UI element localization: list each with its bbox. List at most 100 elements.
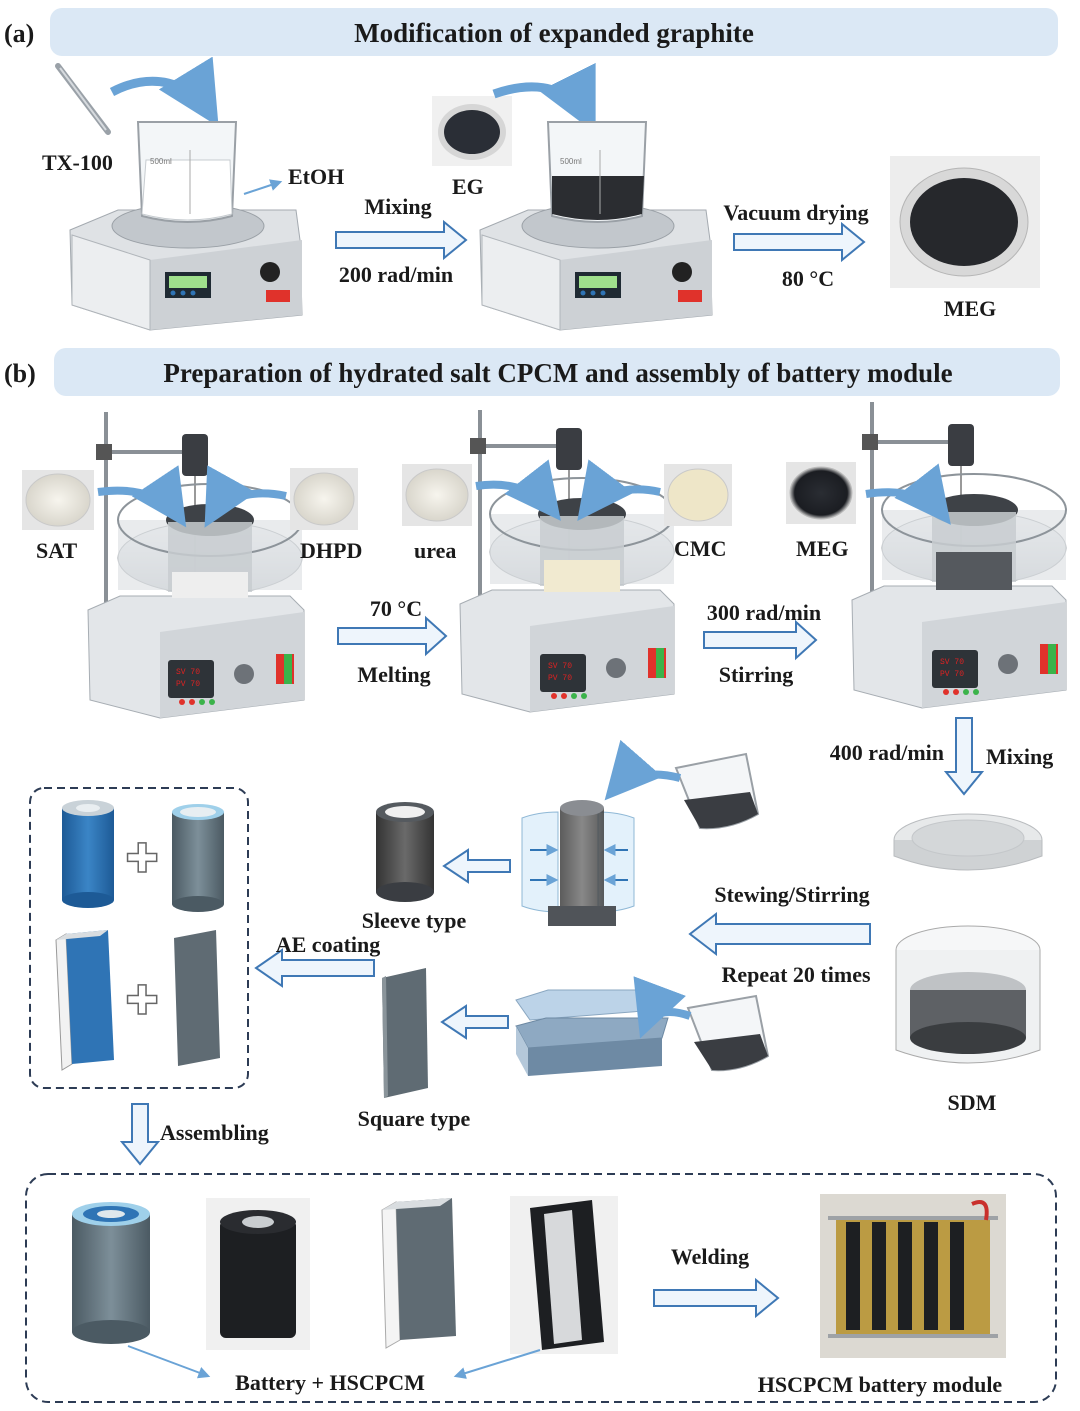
- stirrer-motor: [948, 424, 974, 466]
- sleeve-mold: [521, 800, 635, 926]
- curved-arrow-icon: [865, 463, 951, 525]
- sleeve-shell-icon: [172, 804, 224, 912]
- speed-label-400: 400 rad/min: [830, 740, 944, 765]
- melt-temp-label: 70 °C: [370, 596, 422, 621]
- combination-box: [29, 787, 249, 1089]
- pouring-beaker-icon: [674, 752, 760, 830]
- sdm-label: SDM: [948, 1090, 997, 1115]
- curved-arrow-icon: [492, 62, 596, 134]
- heated-stirrer-3: SV 70 PV 70: [851, 402, 1067, 709]
- sdm-container: [895, 925, 1041, 1064]
- curved-arrow-icon: [109, 56, 219, 127]
- square-mold: [515, 989, 669, 1076]
- curved-arrow-icon: [475, 459, 561, 521]
- square-type-label: Square type: [358, 1106, 471, 1131]
- meg-label: MEG: [796, 536, 849, 561]
- panel-a: (a) Modification of expanded graphite TX…: [4, 8, 1058, 331]
- dhpd-label: DHPD: [300, 538, 362, 563]
- display-sv: SV 70: [940, 658, 964, 667]
- eg-label: EG: [452, 174, 484, 199]
- process-arrow-assembling: [119, 1103, 161, 1166]
- battery-module-photo: [820, 1194, 1006, 1358]
- welding-label: Welding: [671, 1244, 749, 1269]
- curved-arrow-icon: [633, 976, 692, 1039]
- coated-prismatic-battery-icon: [381, 1198, 456, 1349]
- display-pv: PV 70: [940, 670, 964, 679]
- square-shell-icon: [174, 930, 220, 1066]
- panel-a-banner: [50, 8, 1058, 56]
- sat-photo: [22, 470, 94, 530]
- urea-label: urea: [414, 538, 456, 563]
- speed-label-200: 200 rad/min: [339, 262, 453, 287]
- meg-photo: [890, 156, 1040, 288]
- process-arrow-ae-coating: [254, 948, 375, 988]
- cmc-photo: [664, 464, 732, 526]
- battery-hscpcm-label: Battery + HSCPCM: [235, 1370, 425, 1395]
- prismatic-battery-icon: [55, 930, 114, 1071]
- controller-display: [932, 650, 978, 688]
- heated-stirrer-2: SV 70 PV 70: [459, 410, 675, 713]
- mixing-label: Mixing: [364, 194, 431, 219]
- stirring-label: Stirring: [719, 662, 794, 687]
- eg-photo: [432, 96, 512, 166]
- process-arrow-to-sleeve: [442, 848, 511, 884]
- sat-label: SAT: [36, 538, 77, 563]
- meg-photo-small: [786, 462, 856, 524]
- repeat-label: Repeat 20 times: [721, 962, 871, 987]
- process-arrow-stewing: [688, 911, 871, 957]
- beaker-volume: 500ml: [560, 157, 582, 166]
- process-arrow-mixing-down: [943, 717, 985, 796]
- urea-photo: [402, 464, 472, 526]
- sleeve-type-label: Sleeve type: [362, 908, 467, 933]
- panel-a-tag: (a): [4, 19, 34, 48]
- knob-icon: [998, 654, 1018, 674]
- process-arrow-welding: [653, 1277, 780, 1319]
- knob-icon: [672, 262, 692, 282]
- beaker-2: 500ml: [546, 121, 648, 223]
- mixing-down-label: Mixing: [986, 744, 1053, 769]
- assembling-label: Assembling: [160, 1120, 269, 1145]
- curved-arrow-icon: [97, 465, 187, 528]
- curved-arrow-icon: [204, 465, 287, 528]
- knob-icon: [260, 262, 280, 282]
- process-arrow-melting: [337, 615, 448, 657]
- panel-b: (b) Preparation of hydrated salt CPCM an…: [4, 348, 1067, 1403]
- process-arrow-to-square: [440, 1004, 509, 1040]
- heated-stirrer-1: SV 70 PV 70: [87, 412, 305, 719]
- beaker-1: 500ml: [136, 121, 238, 223]
- cmc-label: CMC: [674, 536, 727, 561]
- cylindrical-battery-icon: [62, 800, 114, 908]
- process-arrow-mixing: [335, 219, 468, 261]
- module-label: HSCPCM battery module: [758, 1372, 1003, 1397]
- plus-icon: ✚: [125, 836, 159, 882]
- cylindrical-battery-photo: [206, 1198, 310, 1350]
- pipette-icon: [55, 63, 111, 135]
- sdm-lid: [893, 813, 1043, 871]
- temp-label-80: 80 °C: [782, 266, 834, 291]
- knob-icon: [234, 664, 254, 684]
- dhpd-photo: [290, 468, 358, 530]
- display-sv: SV 70: [548, 662, 572, 671]
- power-switch-icon: [266, 290, 290, 302]
- stirrer-motor: [556, 428, 582, 470]
- pouring-beaker-icon: [686, 994, 770, 1072]
- knob-icon: [606, 658, 626, 678]
- speed-label-300: 300 rad/min: [707, 600, 821, 625]
- process-arrow-stirring: [703, 619, 818, 661]
- melting-label: Melting: [357, 662, 430, 687]
- power-switch-icon: [678, 290, 702, 302]
- etoh-label: EtOH: [288, 164, 344, 189]
- vacuum-drying-label: Vacuum drying: [723, 200, 868, 225]
- stirrer-motor: [182, 434, 208, 476]
- process-arrow-drying: [733, 221, 866, 263]
- sleeve-type-icon: [376, 802, 434, 902]
- panel-b-tag: (b): [4, 359, 36, 388]
- panel-b-banner: [54, 348, 1060, 396]
- curved-arrow-icon: [604, 739, 682, 801]
- battery-module-box: [25, 1173, 1057, 1403]
- magnetic-stirrer-2: [479, 203, 713, 331]
- curved-arrow-icon: [577, 459, 661, 521]
- coated-cylindrical-battery-icon: [72, 1202, 150, 1344]
- display-sv: SV 70: [176, 668, 200, 677]
